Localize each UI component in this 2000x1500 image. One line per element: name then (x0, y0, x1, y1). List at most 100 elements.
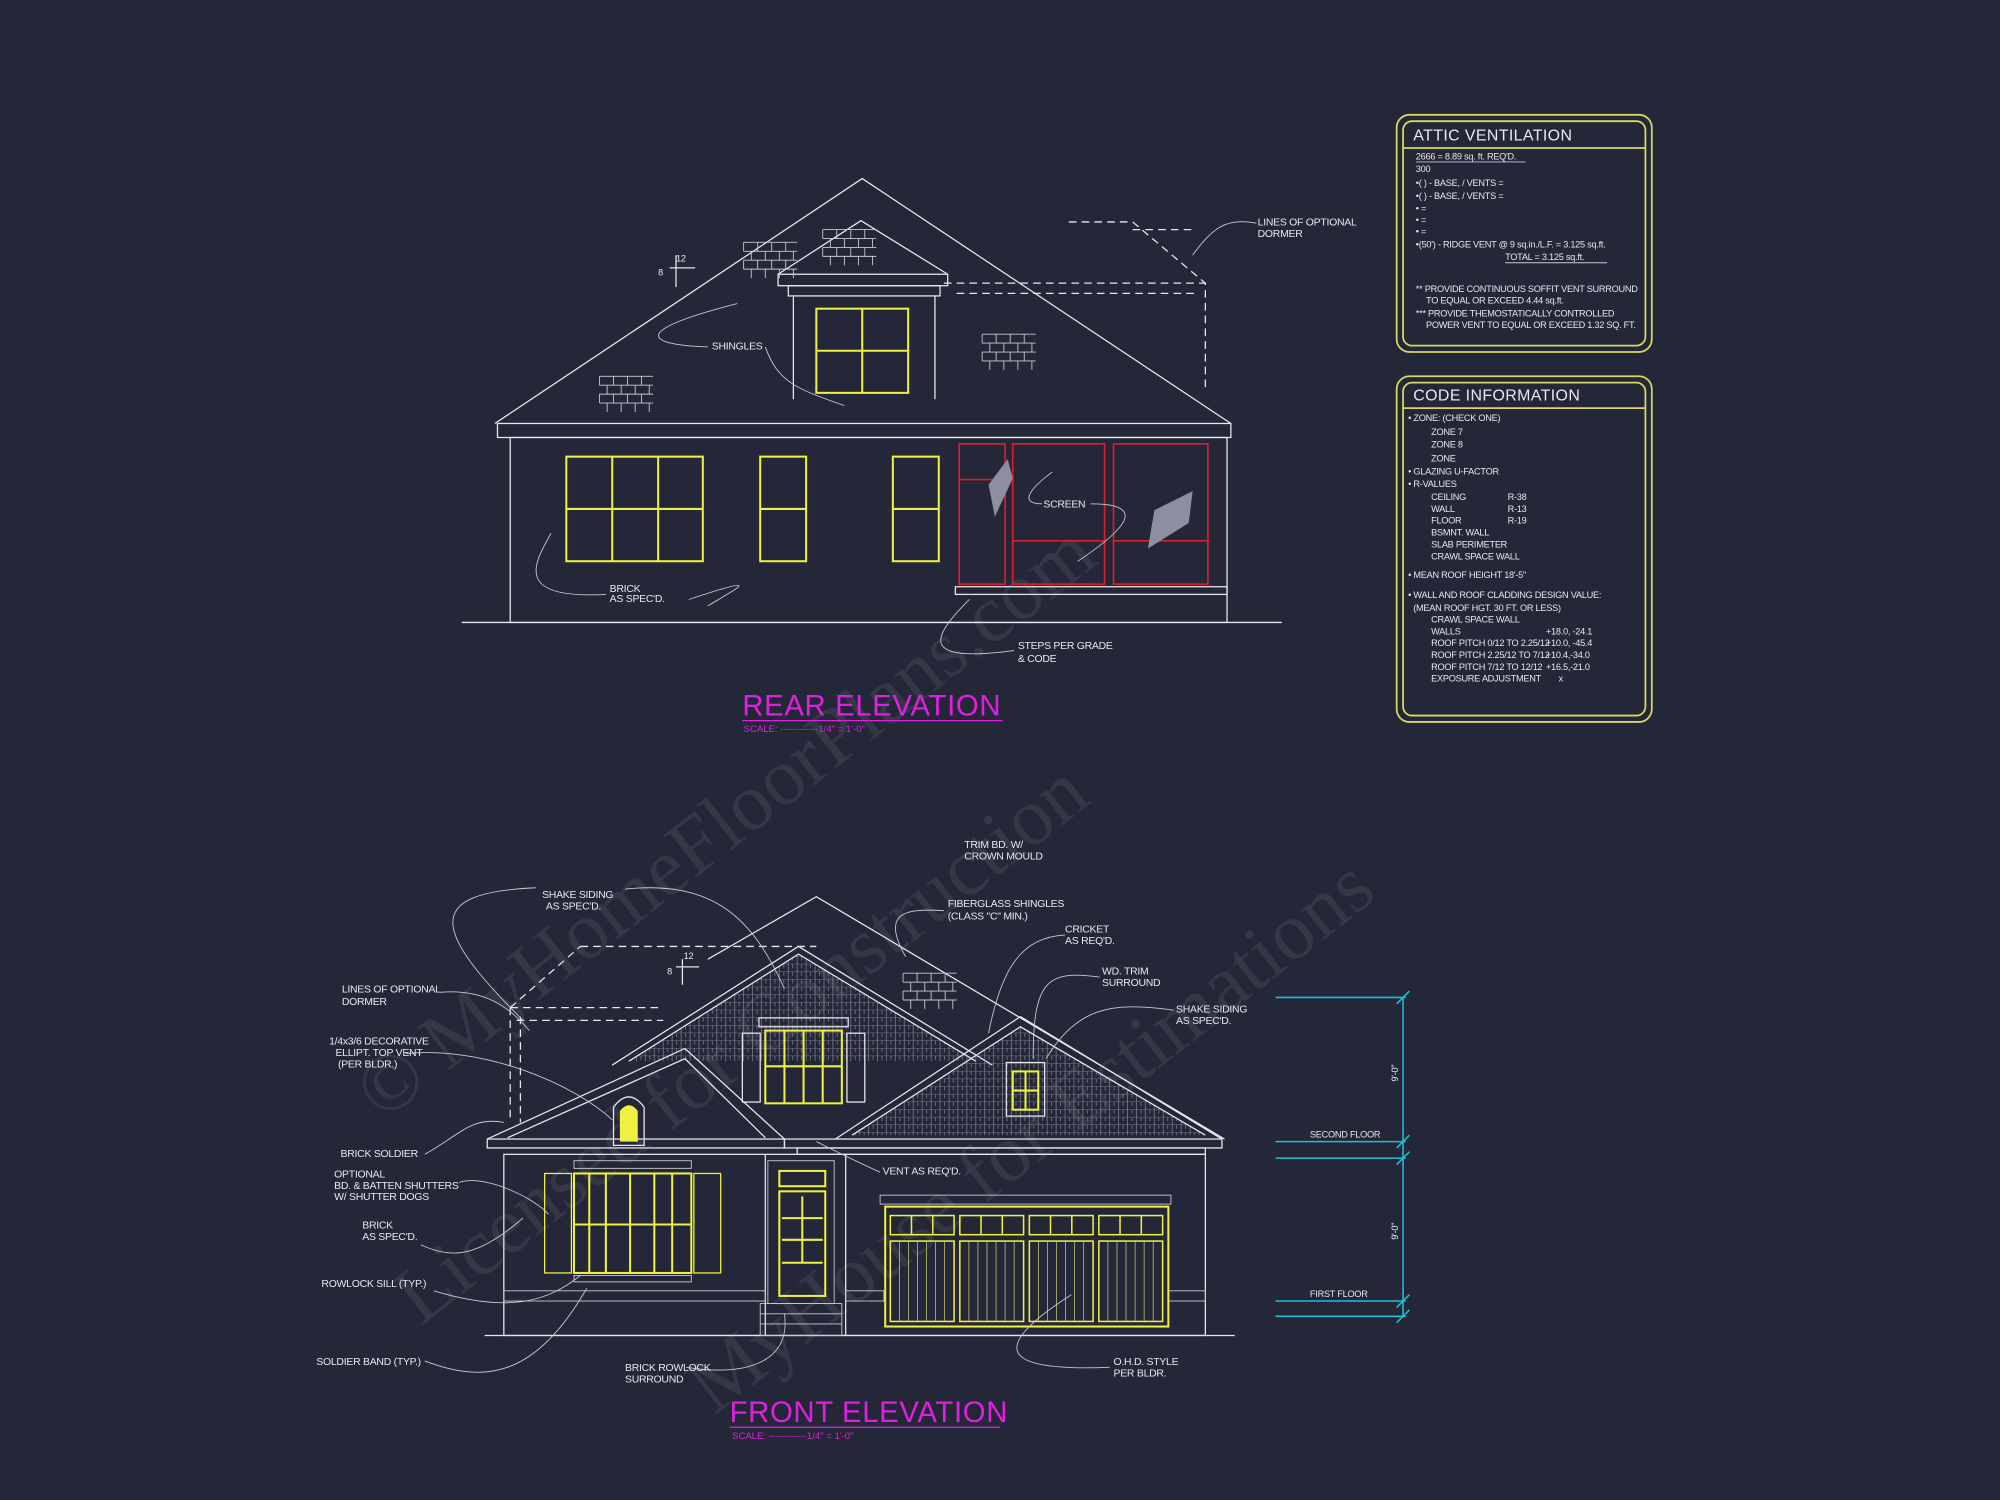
attic-ventilation-line: •( ) - BASE, / VENTS = (1416, 191, 1504, 201)
rear-pitch-run: 12 (676, 253, 686, 263)
screen-porch (954, 443, 1228, 596)
attic-ventilation-line: *** PROVIDE THEMOSTATICALLY CONTROLLED (1416, 308, 1615, 318)
ellipt-top-vent (612, 1096, 645, 1147)
cladding-value: +16.5,-21.0 (1546, 662, 1590, 672)
r-values-heading: • R-VALUES (1408, 479, 1457, 489)
label-wdtrim-1: WD. TRIM (1102, 966, 1148, 977)
front-door (759, 1160, 843, 1336)
garage-door (879, 1194, 1172, 1328)
label-shake-1: SHAKE SIDING (542, 890, 613, 901)
r-value: R-38 (1508, 492, 1527, 502)
cladding-item: CRAWL SPACE WALL (1431, 614, 1520, 624)
label-dormer-1: LINES OF OPTIONAL (342, 984, 441, 995)
rear-pitch-rise: 8 (658, 268, 663, 278)
rear-elevation-scale: SCALE: ------------1/4" = 1'-0" (744, 724, 865, 735)
garage-window-panel (959, 1214, 1025, 1236)
label-cricket-2: AS REQ'D. (1065, 936, 1115, 947)
label-fiberglass-1: FIBERGLASS SHINGLES (948, 899, 1065, 910)
garage-door-panel (1028, 1240, 1094, 1323)
front-upper-window (741, 1017, 866, 1105)
label-cricket-1: CRICKET (1065, 924, 1110, 935)
front-pitch-rise: 8 (667, 966, 672, 976)
label-brick: BRICK (610, 584, 641, 595)
label-rowlock-1: BRICK ROWLOCK (625, 1363, 711, 1374)
label-shake-2: AS SPEC'D. (546, 901, 601, 912)
attic-ventilation-line: • = (1416, 227, 1426, 237)
rear-elevation: 8 12 LINES OF OPTIONAL DORMER SHINGLES S… (461, 177, 1357, 735)
label-shake-r-1: SHAKE SIDING (1176, 1005, 1247, 1016)
upper-height-dimension: 9'-0" (1390, 1065, 1400, 1082)
zone-option: ZONE 7 (1431, 427, 1463, 437)
zone-heading: • ZONE: (CHECK ONE) (1408, 413, 1500, 423)
mean-roof-height: • MEAN ROOF HEIGHT 18'-5" (1408, 570, 1526, 580)
garage-window-panel (1098, 1214, 1164, 1236)
attic-ventilation-line: • = (1416, 204, 1426, 214)
dormer-window (815, 307, 910, 394)
garage-window-panel (1028, 1214, 1094, 1236)
garage-door-panel (959, 1240, 1025, 1323)
label-brick-soldier: BRICK SOLDIER (341, 1149, 419, 1160)
rear-window (891, 455, 940, 563)
label-shutters-1: OPTIONAL (334, 1169, 385, 1180)
front-gable-window (1005, 1061, 1046, 1117)
label-ohd-2: PER BLDR. (1114, 1368, 1167, 1379)
label-steps: STEPS PER GRADE (1018, 641, 1113, 652)
garage-door-panel (889, 1240, 955, 1323)
attic-ventilation-line: ** PROVIDE CONTINUOUS SOFFIT VENT SURROU… (1416, 284, 1638, 294)
label-ohd-1: O.H.D. STYLE (1114, 1357, 1179, 1368)
zone-option: ZONE 8 (1431, 440, 1463, 450)
label-shingles: SHINGLES (712, 341, 763, 352)
attic-ventilation-line: • = (1416, 215, 1426, 225)
cladding-item: ROOF PITCH 2.25/12 TO 7/12 (1431, 650, 1550, 660)
cladding-heading: • WALL AND ROOF CLADDING DESIGN VALUE: (1408, 590, 1601, 600)
attic-ventilation-line: TOTAL = 3.125 sq.ft. (1505, 252, 1584, 262)
r-value-item: SLAB PERIMETER (1431, 539, 1508, 549)
garage-window-panel (889, 1214, 955, 1236)
rear-window (759, 455, 808, 563)
attic-ventilation-line: 300 (1416, 164, 1431, 174)
label-optional-dormer: LINES OF OPTIONAL (1258, 218, 1357, 229)
label-optional-dormer: DORMER (1258, 229, 1304, 240)
label-shake-r-2: AS SPEC'D. (1176, 1016, 1231, 1027)
brick-symbol (902, 972, 957, 1009)
label-vent-2: ELLIPT. TOP VENT (335, 1048, 423, 1059)
rear-elevation-title: REAR ELEVATION (742, 690, 1001, 723)
first-floor-label: FIRST FLOOR (1310, 1289, 1368, 1299)
cladding-item: ROOF PITCH 7/12 TO 12/12 (1431, 662, 1542, 672)
front-pitch-run: 12 (684, 951, 694, 961)
label-soldier-band: SOLDIER BAND (TYP.) (316, 1357, 421, 1368)
label-fiberglass-2: (CLASS "C" MIN.) (948, 912, 1028, 923)
front-main-window (544, 1160, 722, 1283)
code-information-box: CODE INFORMATION • ZONE: (CHECK ONE) ZON… (1395, 375, 1653, 723)
floor-height-dimensions: SECOND FLOOR FIRST FLOOR 9'-0" 9'-0" (1275, 990, 1410, 1324)
cladding-value: +10.0, -45.4 (1546, 638, 1592, 648)
r-value-item: WALL (1431, 504, 1455, 514)
garage-door-panel (1098, 1240, 1164, 1323)
cladding-item: EXPOSURE ADJUSTMENT (1431, 674, 1541, 684)
front-elevation-scale: SCALE: ------------1/4" = 1'-0" (732, 1431, 853, 1442)
brick-symbol (822, 229, 877, 266)
label-trim-1: TRIM BD. W/ (964, 840, 1023, 851)
brick-symbol (743, 241, 798, 279)
cladding-value: x (1559, 674, 1564, 684)
attic-ventilation-line: •(50') - RIDGE VENT @ 9 sq.in./L.F. = 3.… (1416, 239, 1606, 249)
cladding-item: ROOF PITCH 0/12 TO 2.25/12 (1431, 638, 1550, 648)
attic-ventilation-title: ATTIC VENTILATION (1413, 127, 1572, 144)
label-rowlock-sill: ROWLOCK SILL (TYP.) (321, 1279, 426, 1290)
code-information-title: CODE INFORMATION (1413, 388, 1580, 405)
brick-symbol (599, 375, 654, 412)
cladding-item: WALLS (1431, 626, 1461, 636)
r-value-item: CRAWL SPACE WALL (1431, 551, 1520, 561)
cladding-value: +10.4,-34.0 (1546, 650, 1590, 660)
label-dormer-2: DORMER (342, 997, 388, 1008)
brick-symbol (981, 333, 1036, 370)
attic-ventilation-line: •( ) - BASE, / VENTS = (1416, 178, 1504, 188)
cladding-value: +18.0, -24.1 (1546, 626, 1592, 636)
r-value-item: CEILING (1431, 492, 1466, 502)
label-shutters-2: BD. & BATTEN SHUTTERS (334, 1181, 459, 1192)
label-vent-1: 1/4x3/6 DECORATIVE (329, 1037, 429, 1048)
r-value: R-13 (1508, 504, 1527, 514)
r-value-item: FLOOR (1431, 516, 1462, 526)
